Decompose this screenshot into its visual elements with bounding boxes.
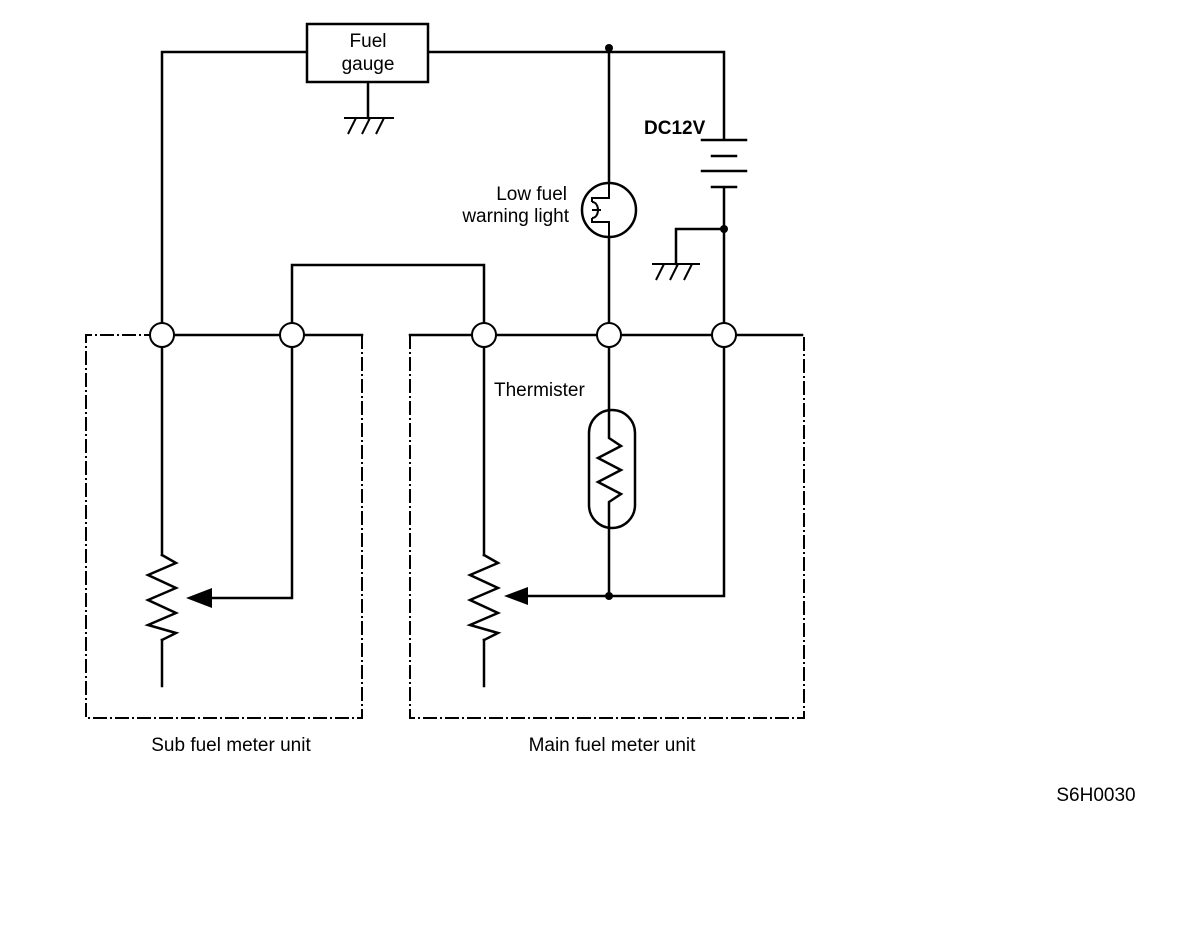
sub-variable-resistor-icon	[144, 553, 212, 642]
gauge-ground-icon	[344, 117, 394, 135]
terminal	[279, 322, 305, 348]
terminal	[471, 322, 497, 348]
warning-light-label-line1: Low fuel	[496, 184, 567, 205]
thermister-icon	[587, 408, 637, 530]
warning-light-icon	[580, 181, 638, 239]
terminal	[596, 322, 622, 348]
main-unit-boundary	[409, 335, 805, 719]
sub-unit-label: Sub fuel meter unit	[151, 735, 311, 756]
battery-ground-icon	[652, 263, 700, 281]
main-variable-resistor-icon	[466, 553, 528, 642]
fuel-gauge	[305, 22, 430, 84]
terminal	[149, 322, 175, 348]
fuel-gauge-label-line1: Fuel	[350, 31, 387, 52]
fuel-gauge-label-line2: gauge	[342, 54, 395, 75]
circuit-wires	[160, 50, 804, 688]
battery-icon	[700, 138, 748, 189]
battery-label: DC12V	[644, 118, 706, 139]
junction-dot	[605, 44, 613, 52]
main-unit-label: Main fuel meter unit	[529, 735, 697, 756]
terminal	[711, 322, 737, 348]
thermister-label: Thermister	[494, 380, 585, 401]
sub-unit-boundary	[85, 334, 363, 719]
junction-dot	[605, 592, 613, 600]
warning-light-label-line2: warning light	[461, 206, 569, 227]
junction-dot	[720, 225, 728, 233]
figure-code: S6H0030	[1056, 785, 1135, 806]
